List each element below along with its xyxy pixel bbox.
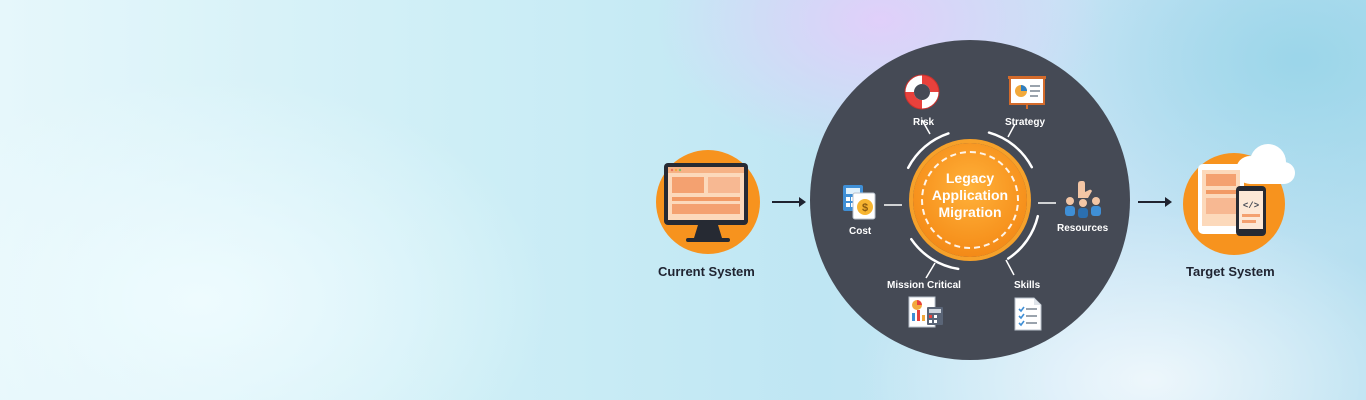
target-system-node: </>	[1180, 140, 1296, 258]
hub-core-ring	[921, 151, 1019, 249]
checklist-icon	[1014, 297, 1042, 331]
factor-risk-label: Risk	[913, 117, 935, 128]
desktop-monitor-icon	[656, 150, 760, 254]
report-chart-icon	[908, 296, 943, 328]
team-hand-icon	[1065, 181, 1101, 218]
current-system-node	[656, 150, 761, 255]
current-system-label: Current System	[658, 264, 755, 279]
svg-text:$: $	[862, 202, 868, 214]
arrow-to-hub	[772, 197, 806, 207]
factor-cost-label: Cost	[849, 226, 872, 237]
presentation-board-icon	[1008, 76, 1046, 109]
target-system-label: Target System	[1186, 264, 1275, 279]
arrow-to-target	[1138, 197, 1172, 207]
svg-text:</>: </>	[1243, 201, 1259, 211]
factor-mission-critical-label: Mission Critical	[887, 280, 961, 291]
factor-skills-label: Skills	[1014, 280, 1041, 291]
factor-strategy-label: Strategy	[1005, 117, 1046, 128]
hub-connector-arcs	[884, 119, 1056, 279]
hub-title: Legacy Application Migration	[931, 170, 1009, 220]
lifebuoy-icon	[904, 74, 940, 110]
calculator-coin-icon: $	[843, 185, 876, 220]
factor-resources-label: Resources	[1057, 223, 1109, 234]
cloud-devices-icon: </>	[1183, 144, 1295, 255]
